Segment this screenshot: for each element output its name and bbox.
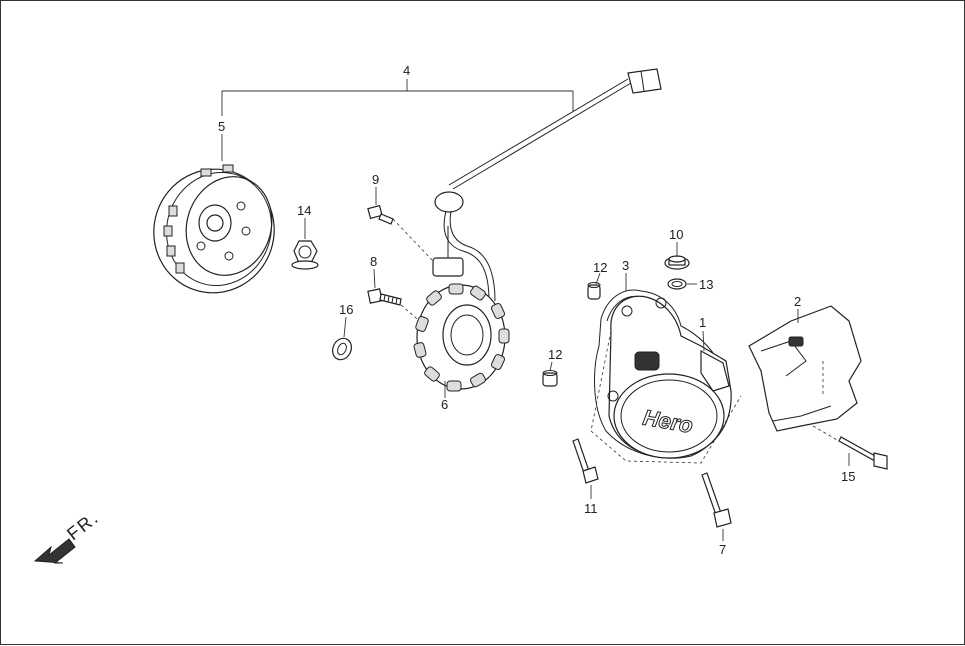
label-part-8: 8 [370,254,377,269]
label-part-5: 5 [218,119,225,134]
front-direction-arrow: FR. [33,507,103,564]
washer [332,337,352,361]
label-part-14: 14 [297,203,311,218]
part-number-labels: 4 5 14 9 8 16 6 12 3 10 13 1 12 2 11 7 1… [218,63,855,557]
bolt-11 [572,438,599,484]
label-part-9: 9 [372,172,379,187]
part-4-bracket [221,79,574,116]
o-ring [667,278,687,290]
bolt-15 [838,436,888,470]
label-part-3: 3 [622,258,629,273]
label-part-10: 10 [669,227,683,242]
label-part-16: 16 [339,302,353,317]
label-part-13: 13 [699,277,713,292]
label-part-7: 7 [719,542,726,557]
bolt-8 [367,288,402,306]
label-part-6: 6 [441,397,448,412]
flywheel-rotor [153,164,275,294]
filler-plug [664,255,690,270]
label-part-12-upper: 12 [593,260,607,275]
label-part-12-lower: 12 [548,347,562,362]
dowel-pin-upper [587,282,601,300]
label-part-11: 11 [584,501,598,516]
stator-coil [413,283,510,392]
sprocket-cover [748,305,862,432]
label-part-2: 2 [794,294,801,309]
label-part-15: 15 [841,469,855,484]
wire-harness [432,68,662,302]
bolt-7 [701,472,732,528]
label-part-1: 1 [699,315,706,330]
label-part-4: 4 [403,63,410,78]
flange-nut [291,240,319,270]
bolt-9 [367,204,394,225]
dowel-pin-lower [542,370,558,387]
generator-cover: Hero [607,295,732,459]
